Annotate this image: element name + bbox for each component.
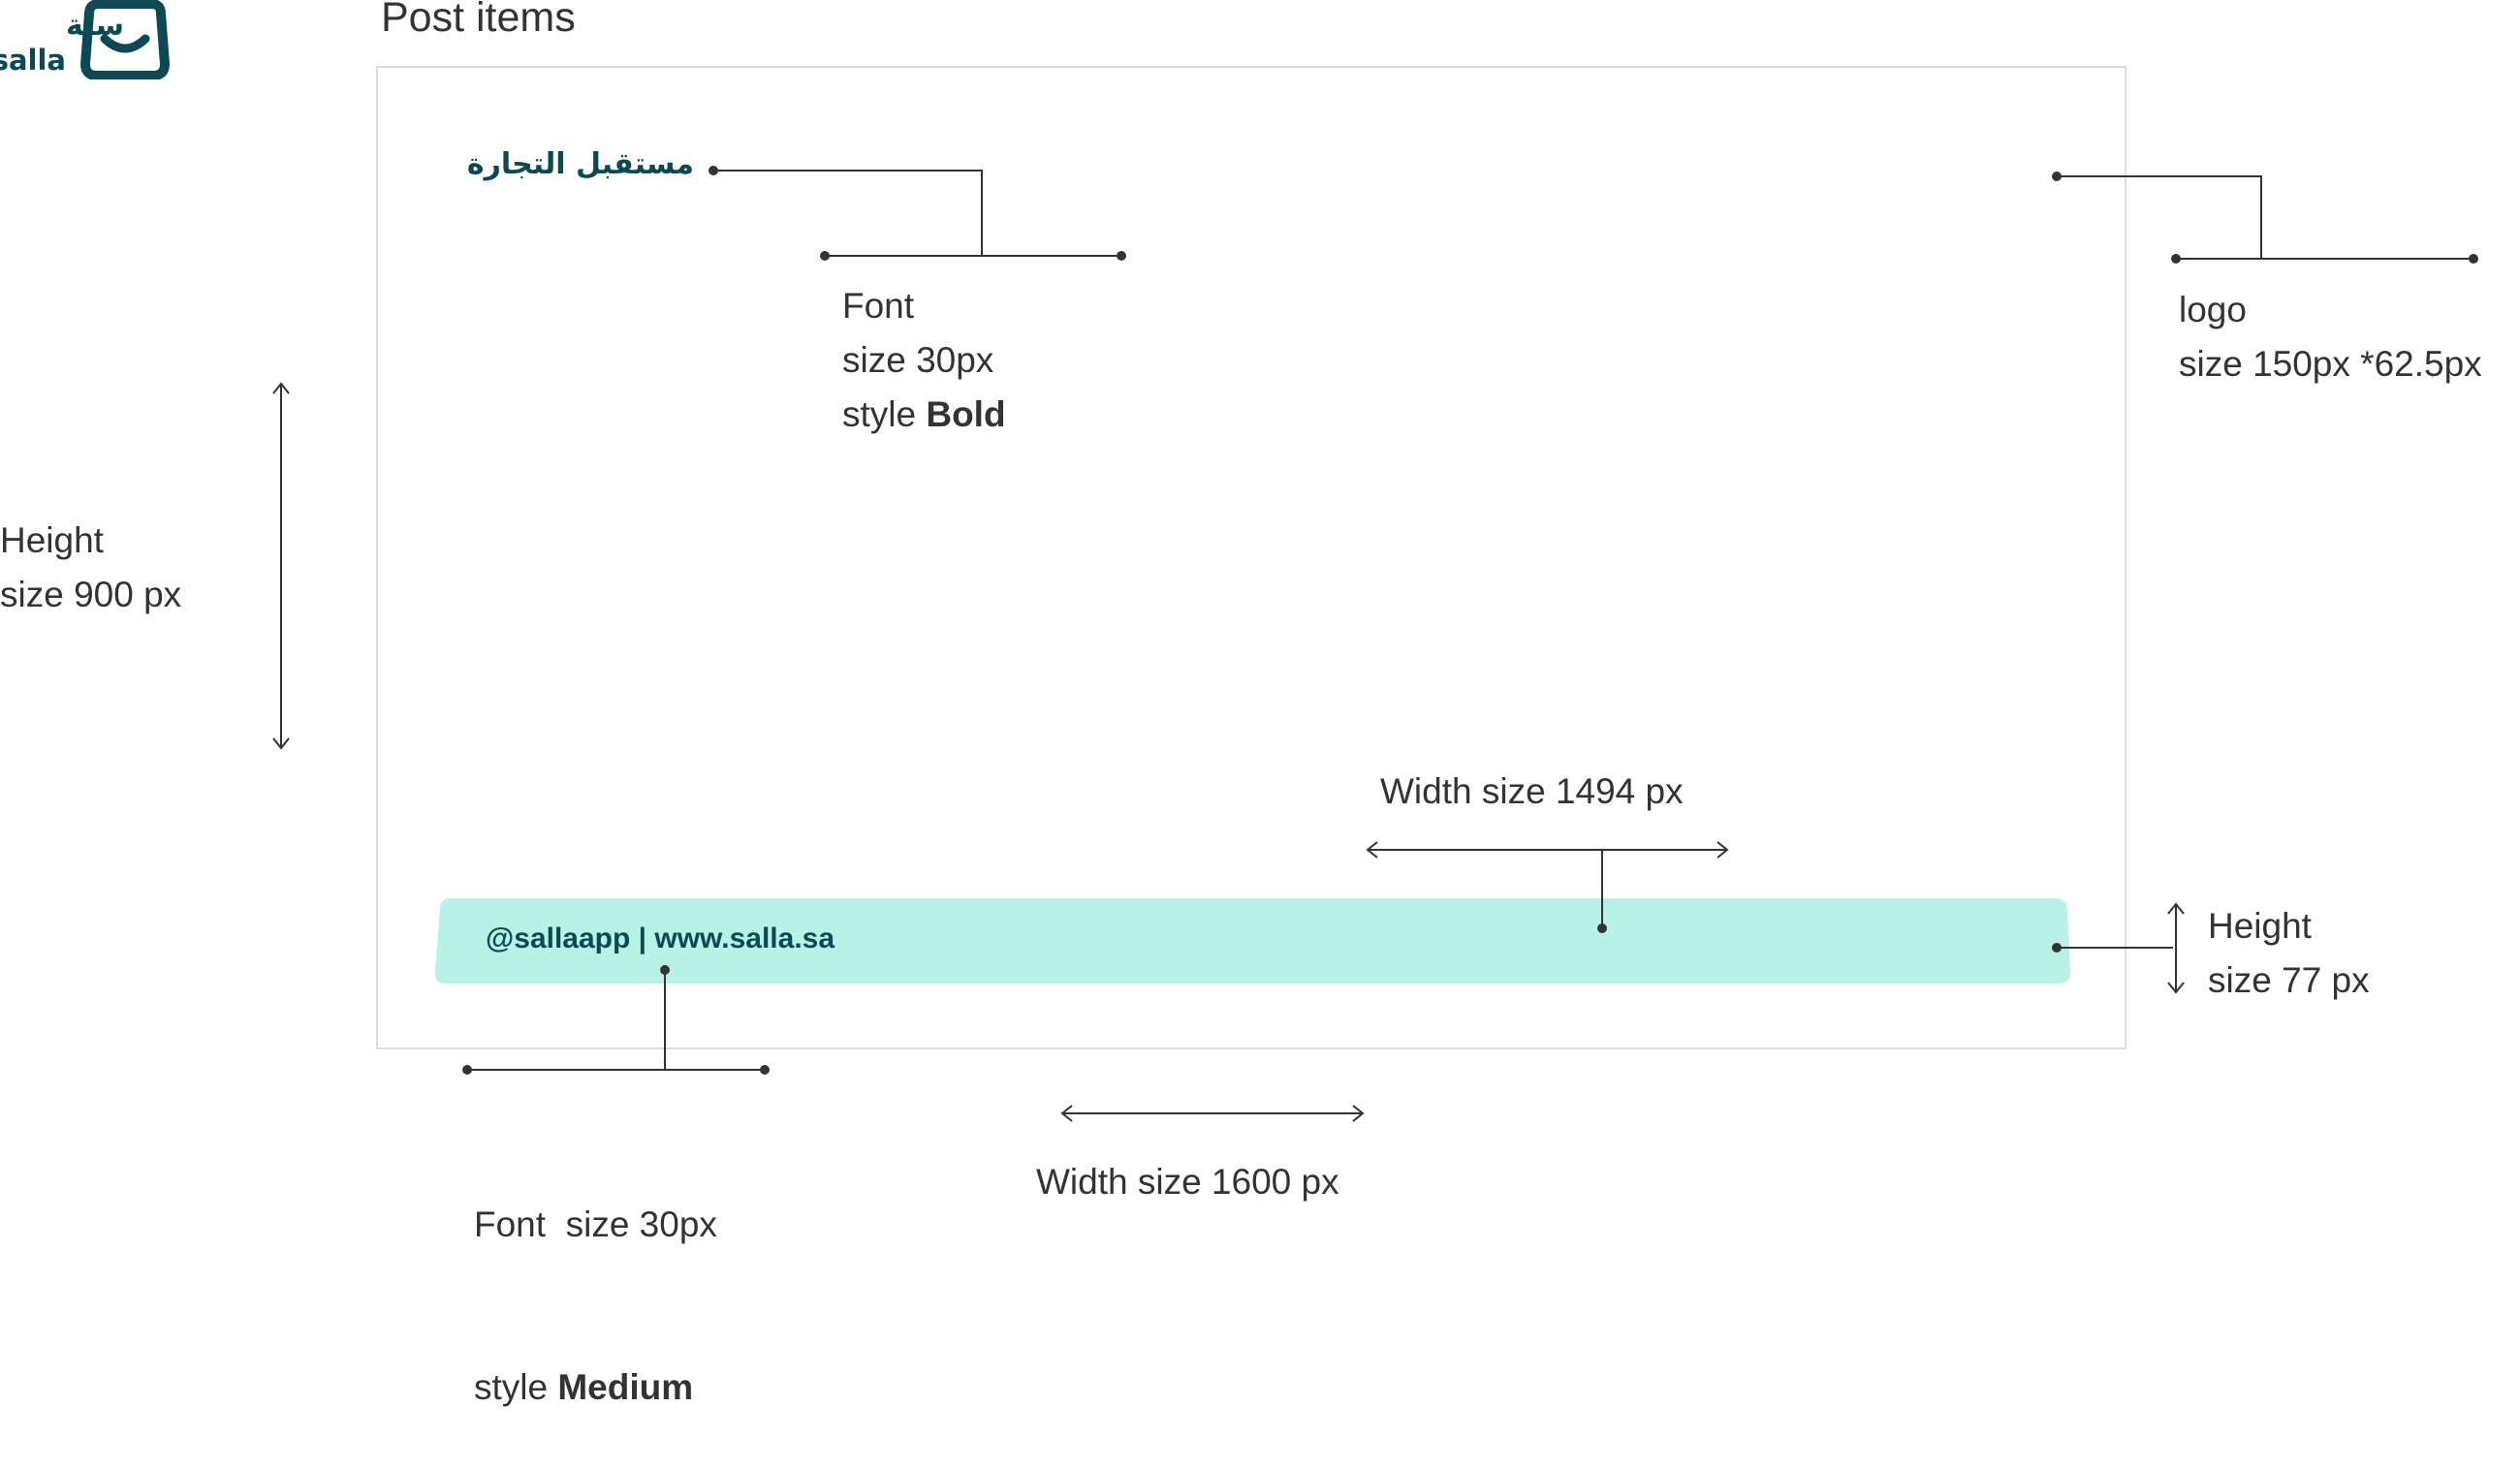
annotation-text: style	[474, 1367, 558, 1407]
footer-font-annotation: Font size 30px style Medium	[474, 1089, 717, 1469]
logo-callout-line	[2057, 175, 2262, 259]
bar-height-annotation: Height size 77 px	[2208, 899, 2370, 1008]
headline-font-annotation: Font size 30px style Bold	[842, 279, 1006, 442]
annotation-line: Font	[842, 286, 915, 326]
annotation-line: logo	[2179, 290, 2247, 329]
salla-logo: سلة salla	[0, 0, 171, 80]
annotation-lines	[272, 166, 2478, 1122]
annotation-line: size 150px *62.5px	[2179, 344, 2482, 384]
annotation-line: style Bold	[842, 388, 1006, 442]
annotation-text: style	[842, 394, 927, 434]
annotation-line: style Medium	[474, 1360, 717, 1415]
logo-annotation: logo size 150px *62.5px	[2179, 283, 2482, 391]
logo-arabic: سلة	[66, 9, 124, 43]
annotation-line: size 77 px	[2208, 960, 2370, 1000]
annotation-line: Height	[0, 520, 104, 560]
post-headline: مستقبل التجارة	[466, 147, 694, 181]
height-annotation: Height size 900 px	[0, 514, 181, 622]
headline-callout-line	[713, 170, 983, 256]
annotation-line: Font size 30px	[474, 1204, 717, 1244]
logo-latin: salla	[0, 44, 66, 77]
post-frame	[376, 66, 2126, 1049]
footer-bar	[434, 898, 2070, 984]
annotation-bold: Bold	[926, 394, 1006, 434]
annotation-line: size 900 px	[0, 575, 182, 614]
footer-bar-text: @sallaapp | www.salla.sa	[486, 922, 835, 954]
diagram-title: Post items	[381, 0, 576, 41]
annotation-line: Height	[2208, 906, 2312, 946]
width-annotation: Width size 1600 px	[1036, 1162, 1339, 1202]
bar-width-annotation: Width size 1494 px	[1380, 771, 1684, 811]
salla-bag-smile-icon	[79, 0, 171, 80]
annotation-bold: Medium	[557, 1367, 694, 1407]
annotation-line: size 30px	[842, 340, 994, 380]
